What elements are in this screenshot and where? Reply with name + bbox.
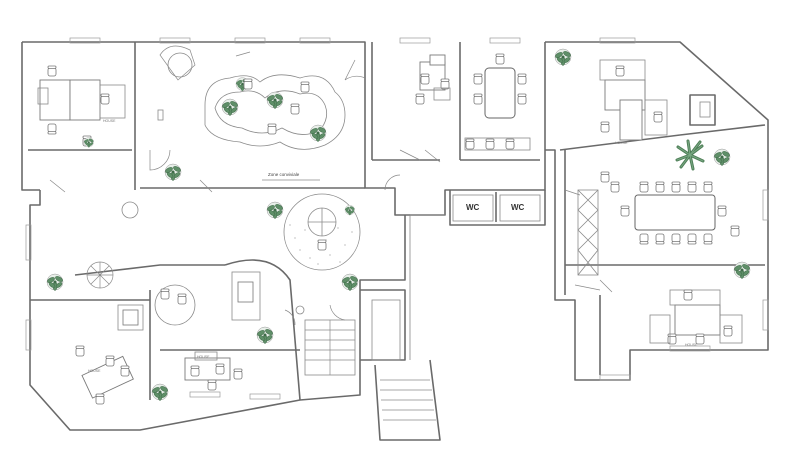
office-bottom-right: HOUSE [649, 289, 743, 347]
desk-tag: HOUSE [103, 119, 116, 123]
conference-room [577, 139, 751, 279]
door-icon [49, 59, 613, 326]
desk-tag: HOUSE [615, 141, 628, 145]
wc-right-label: WC [511, 203, 525, 212]
office-bottom-left: HOUSE [75, 345, 169, 405]
small-office-top [415, 54, 451, 105]
lounge-lower-left [46, 261, 305, 344]
office-top-left: HOUSE [37, 65, 126, 147]
windows [25, 37, 769, 400]
stair-icon [304, 284, 601, 421]
wc-block: WC WC [452, 194, 541, 222]
central-hall [121, 193, 361, 271]
plant-icon [341, 273, 359, 291]
zone-annotation: Zone conviviale [268, 172, 300, 177]
office-bottom-center: HOUSE [184, 351, 243, 391]
building-walls [21, 41, 769, 441]
lounge-area: Zone conviviale [157, 45, 346, 181]
desk-tag: HOUSE [685, 343, 698, 347]
desk-tag: HOUSE [197, 355, 210, 359]
desk-tag: HOUSE [88, 369, 101, 373]
wc-left-label: WC [466, 203, 480, 212]
meeting-room-top [464, 53, 531, 151]
office-top-right: HOUSE [554, 48, 711, 145]
